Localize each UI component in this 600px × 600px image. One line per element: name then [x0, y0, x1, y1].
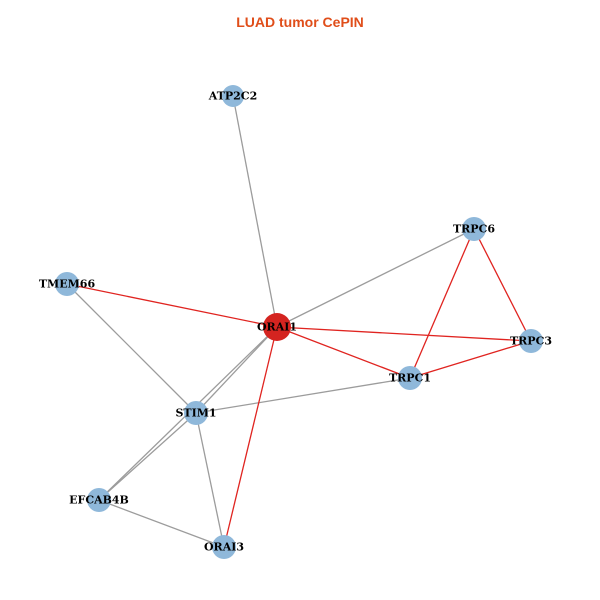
node-label-EFCAB4B: EFCAB4B: [69, 494, 129, 507]
node-ORAI3: ORAI3: [204, 535, 244, 559]
edge-ATP2C2-ORAI1: [232, 95, 278, 328]
edge-ORAI1-ORAI3: [223, 326, 278, 548]
node-ORAI1: ORAI1: [257, 313, 297, 341]
edge-STIM1-ORAI3: [195, 412, 225, 548]
node-label-TRPC6: TRPC6: [453, 223, 495, 236]
node-EFCAB4B: EFCAB4B: [69, 488, 129, 512]
edge-TMEM66-STIM1: [66, 283, 197, 414]
node-circle-ORAI3: [212, 535, 236, 559]
node-circle-TRPC1: [398, 366, 422, 390]
node-TRPC3: TRPC3: [510, 329, 552, 353]
edge-ORAI1-TRPC1: [276, 326, 411, 379]
edge-TRPC6-ORAI1: [276, 228, 475, 328]
node-circle-TMEM66: [55, 272, 79, 296]
node-TMEM66: TMEM66: [39, 272, 96, 296]
plot-title: LUAD tumor CePIN: [236, 14, 364, 30]
edge-STIM1-EFCAB4B: [98, 412, 197, 501]
edge-EFCAB4B-ORAI3: [98, 499, 225, 548]
node-circle-TRPC6: [462, 217, 486, 241]
node-label-ORAI3: ORAI3: [204, 541, 244, 554]
node-circle-STIM1: [184, 401, 208, 425]
edge-TMEM66-ORAI1: [66, 283, 278, 328]
edge-ORAI1-STIM1: [195, 326, 278, 414]
node-label-TRPC1: TRPC1: [389, 372, 431, 385]
node-circle-ATP2C2: [222, 85, 244, 107]
node-label-ORAI1: ORAI1: [257, 321, 297, 334]
edge-TRPC6-TRPC1: [409, 228, 475, 379]
node-circle-TRPC3: [519, 329, 543, 353]
node-TRPC6: TRPC6: [453, 217, 495, 241]
node-STIM1: STIM1: [175, 401, 217, 425]
node-label-STIM1: STIM1: [175, 407, 216, 420]
node-circle-EFCAB4B: [87, 488, 111, 512]
node-label-ATP2C2: ATP2C2: [208, 90, 257, 103]
edge-TRPC6-TRPC3: [473, 228, 532, 342]
edge-STIM1-TRPC1: [195, 377, 411, 414]
node-TRPC1: TRPC1: [389, 366, 431, 390]
edge-ORAI1-TRPC3: [276, 326, 532, 342]
node-label-TRPC3: TRPC3: [510, 335, 552, 348]
node-ATP2C2: ATP2C2: [208, 85, 257, 107]
edge-TRPC1-TRPC3: [409, 340, 532, 379]
node-circle-ORAI1: [263, 313, 291, 341]
node-label-TMEM66: TMEM66: [39, 278, 96, 291]
